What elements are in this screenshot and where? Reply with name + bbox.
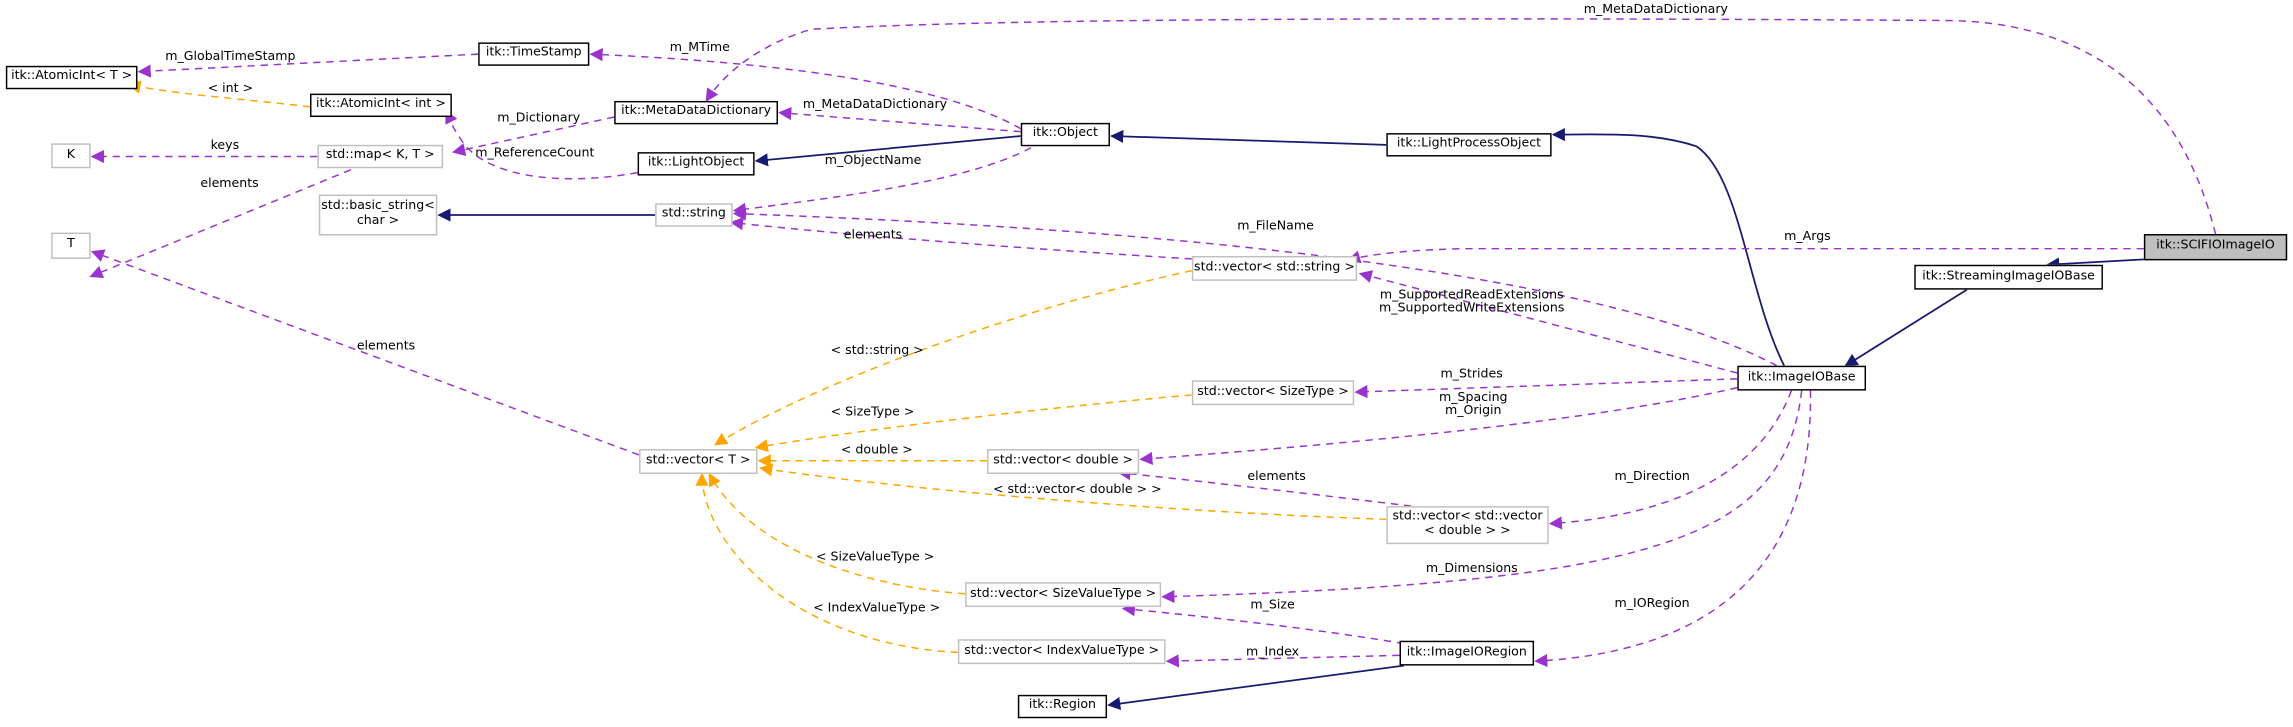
edge-label-elements-string: elements — [843, 228, 903, 243]
edge-label-m-mtime: m_MTime — [669, 40, 730, 56]
edge-label-sizevaluetype-tmpl: < SizeValueType > — [816, 550, 935, 565]
edge-label-m-size: m_Size — [1250, 598, 1295, 613]
edge-label-m-objectname: m_ObjectName — [824, 153, 922, 169]
edge-streamingimageiobase-to-imageiobase — [1844, 288, 1968, 367]
edge-elements-vector — [90, 249, 640, 456]
edge-label-elements-double: elements — [1247, 469, 1306, 485]
node-metadatadictionary[interactable]: itk::MetaDataDictionary — [614, 100, 778, 125]
node-vector-string[interactable]: std::vector< std::string > — [1191, 255, 1358, 281]
node-atomicint-t[interactable]: itk::AtomicInt< T > — [5, 65, 138, 90]
node-vector-sizevaluetype[interactable]: std::vector< SizeValueType > — [965, 582, 1162, 608]
node-vector-indexvaluetype[interactable]: std::vector< IndexValueType > — [957, 639, 1166, 665]
edge-string-tmpl — [713, 269, 1193, 446]
edge-label-elements-vector: elements — [356, 339, 416, 354]
edge-m-spacing-origin — [1139, 386, 1738, 465]
edge-m-direction — [1548, 390, 1793, 530]
edge-m-mtime — [589, 48, 1022, 130]
edge-m-dimensions — [1161, 390, 1803, 604]
edge-label-sizetype-tmpl: < SizeType > — [830, 405, 915, 420]
node-lightprocessobject[interactable]: itk::LightProcessObject — [1386, 133, 1552, 157]
edge-label-m-metadatadictionary-object: m_MetaDataDictionary — [802, 98, 948, 113]
node-vector-double[interactable]: std::vector< double > — [987, 449, 1140, 474]
node-lightobject[interactable]: itk::LightObject — [637, 152, 755, 176]
edge-indexvaluetype-tmpl — [695, 472, 958, 654]
node-vector-sizetype[interactable]: std::vector< SizeType > — [1191, 380, 1355, 406]
node-basic-string[interactable]: std::basic_string< char > — [318, 194, 438, 236]
edge-m-referencecount — [445, 109, 638, 180]
edge-vector-double-tmpl — [759, 463, 1387, 521]
edge-elements-double — [1117, 467, 1412, 507]
node-t[interactable]: T — [51, 232, 91, 259]
edge-sizevaluetype-tmpl — [708, 472, 966, 595]
node-imageiobase[interactable]: itk::ImageIOBase — [1737, 365, 1867, 391]
edge-object-to-lightobject — [754, 135, 1021, 167]
edge-m-strides — [1354, 378, 1738, 399]
edge-label-indexvaluetype-tmpl: < IndexValueType > — [813, 601, 941, 616]
node-atomicint-int[interactable]: itk::AtomicInt< int > — [310, 93, 452, 118]
edge-label-double-tmpl: < double > — [840, 443, 913, 458]
node-object[interactable]: itk::Object — [1020, 122, 1110, 147]
edge-label-elements-map: elements — [200, 176, 259, 192]
node-timestamp[interactable]: itk::TimeStamp — [478, 42, 590, 66]
edge-imageioregion-to-region — [1107, 664, 1405, 711]
edge-m-filename — [732, 207, 1778, 367]
edge-label-m-supported: m_SupportedReadExtensions m_SupportedWri… — [1379, 288, 1565, 317]
edge-m-globaltimestamp — [137, 53, 479, 78]
edge-label-m-metadatadictionary-top: m_MetaDataDictionary — [1583, 2, 1728, 18]
edge-label-keys: keys — [210, 138, 240, 154]
node-region[interactable]: itk::Region — [1017, 694, 1108, 719]
edge-label-int-tmpl: < int > — [207, 81, 254, 97]
edge-m-metadatadictionary-top — [705, 18, 2217, 235]
edge-int-tmpl — [127, 80, 311, 108]
edge-label-m-referencecount: m_ReferenceCount — [475, 146, 595, 161]
edge-label-m-globaltimestamp: m_GlobalTimeStamp — [165, 49, 296, 65]
edge-label-m-spacing-origin: m_Spacing m_Origin — [1439, 390, 1508, 420]
node-vector-t[interactable]: std::vector< T > — [639, 449, 758, 474]
edge-m-objectname — [732, 147, 1032, 216]
edge-imageiobase-to-lightprocessobject — [1551, 127, 1785, 367]
edge-m-dictionary — [452, 116, 615, 157]
edge-label-string-tmpl: < std::string > — [830, 343, 924, 359]
edge-sizetype-tmpl — [754, 394, 1192, 453]
edge-label-m-index: m_Index — [1245, 645, 1300, 660]
node-streamingimageiobase[interactable]: itk::StreamingImageIOBase — [1914, 264, 2103, 290]
edge-label-m-dimensions: m_Dimensions — [1425, 561, 1518, 577]
node-vector-vector-double[interactable]: std::vector< std::vector < double > > — [1386, 506, 1549, 545]
edge-label-vector-double-tmpl: < std::vector< double > > — [992, 482, 1162, 498]
node-k[interactable]: K — [51, 143, 91, 169]
node-map[interactable]: std::map< K, T > — [317, 144, 444, 169]
edge-label-m-strides: m_Strides — [1440, 367, 1503, 382]
edge-m-args — [1347, 247, 2144, 264]
edge-label-m-dictionary: m_Dictionary — [497, 111, 581, 126]
edge-elements-string — [729, 217, 1192, 260]
edge-lightprocessobject-to-object — [1110, 129, 1387, 146]
node-scifioimageio[interactable]: itk::SCIFIOImageIO — [2143, 234, 2288, 261]
edge-label-m-filename: m_FileName — [1237, 219, 1314, 235]
node-string[interactable]: std::string — [655, 203, 733, 227]
edge-label-m-ioregion: m_IORegion — [1614, 596, 1690, 612]
node-imageioregion[interactable]: itk::ImageIORegion — [1399, 640, 1535, 666]
edge-label-m-args: m_Args — [1784, 229, 1831, 245]
edge-m-metadatadictionary-object — [778, 107, 1021, 133]
edge-label-m-direction: m_Direction — [1614, 469, 1690, 485]
